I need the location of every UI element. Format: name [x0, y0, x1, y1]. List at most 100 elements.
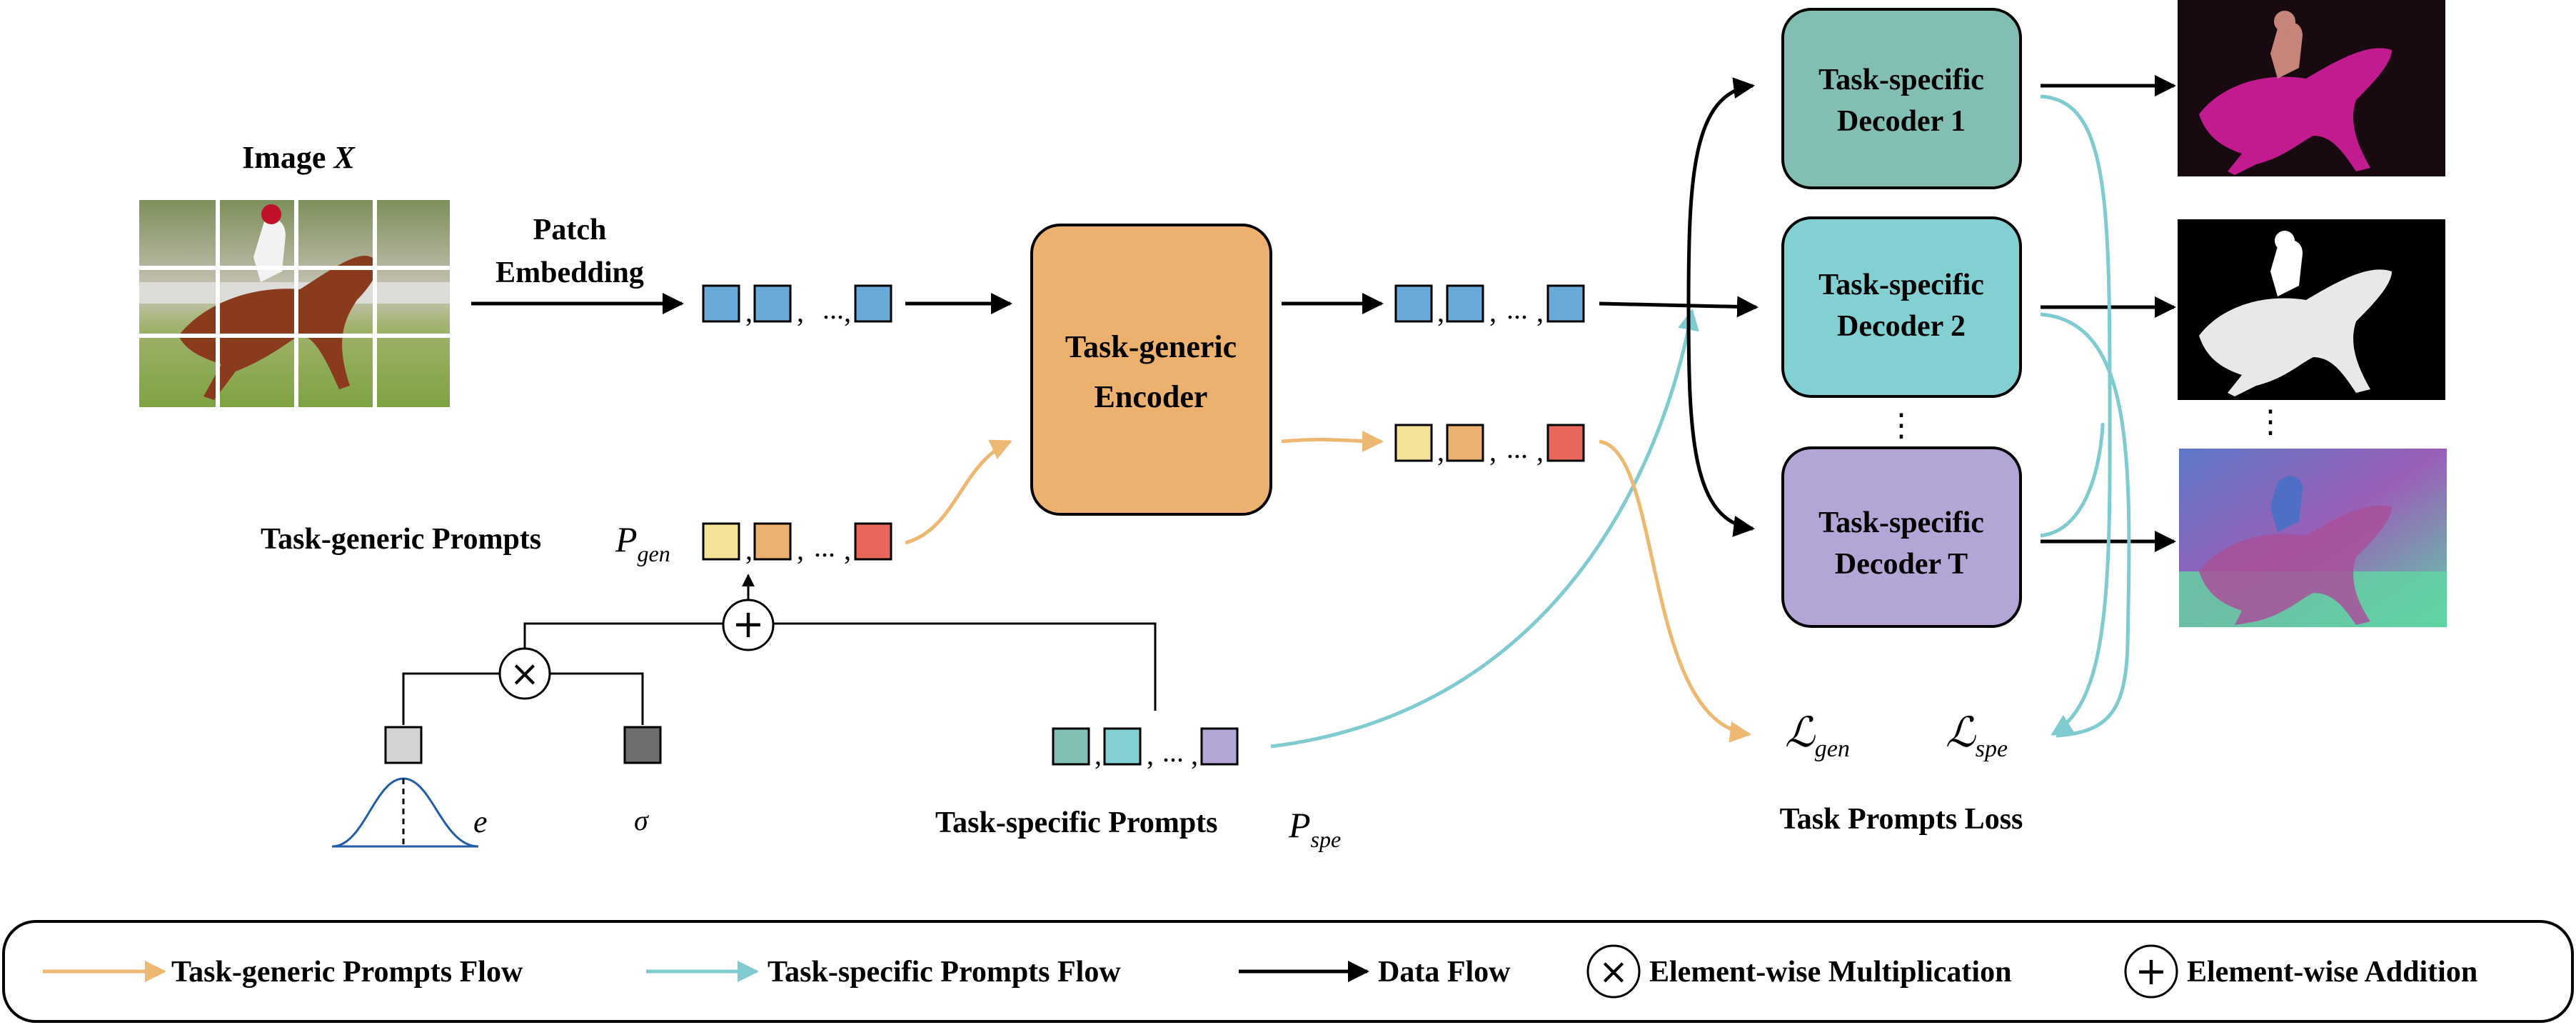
patch-token-sequence: , , ... , — [702, 284, 892, 328]
legend-multiply-label: Element-wise Multiplication — [1649, 956, 2011, 989]
output-vertical-dots: ⋮ — [2255, 404, 2286, 439]
svg-text:Decoder 2: Decoder 2 — [1837, 310, 1966, 343]
svg-text:,: , — [844, 296, 851, 328]
decoder-vertical-dots: ⋮ — [1886, 408, 1917, 443]
svg-text:+: + — [2135, 949, 2167, 994]
svg-text:,: , — [797, 296, 804, 328]
patch-embedding-label-1: Patch — [533, 214, 607, 246]
legend-generic-label: Task-generic Prompts Flow — [171, 956, 523, 989]
specific-prompts-symbol: Pspe — [1288, 805, 1341, 852]
svg-text:+: + — [732, 601, 764, 646]
encoder-label-2: Encoder — [1095, 379, 1208, 414]
svg-text:,: , — [1489, 435, 1496, 467]
svg-text:Decoder T: Decoder T — [1835, 548, 1968, 581]
epsilon-label: e — [473, 804, 488, 839]
svg-text:,: , — [1536, 435, 1544, 467]
addition-operator — [722, 599, 775, 651]
prompt-token — [1546, 424, 1585, 462]
task-generic-encoder: Task-generic Encoder — [1030, 224, 1272, 516]
generic-prompt-to-encoder-arrow — [905, 439, 1012, 545]
svg-text:Task-specific: Task-specific — [1818, 64, 1984, 96]
encoder-label-1: Task-generic — [1065, 329, 1237, 364]
decoder-T-loss-flow — [2040, 422, 2105, 538]
legend-add-icon — [2124, 944, 2178, 999]
svg-text:,: , — [1437, 296, 1444, 328]
svg-text:...: ... — [814, 531, 835, 563]
generic-prompts-symbol: Pgen — [615, 519, 670, 566]
specific-prompt-flow-arrow — [1270, 309, 1699, 749]
decoder-T: Task-specific Decoder T — [1781, 446, 2022, 628]
decoder-2: Task-specific Decoder 2 — [1781, 216, 2022, 398]
patch-token — [854, 284, 892, 323]
sigma-token — [623, 726, 662, 764]
generic-prompt-output-arrow — [1281, 430, 1384, 452]
output-segmentation — [2178, 0, 2445, 176]
specific-prompts-label: Task-specific Prompts — [935, 806, 1218, 839]
input-photo — [139, 200, 450, 407]
prompt-token — [702, 522, 740, 561]
svg-text:,: , — [797, 534, 804, 566]
svg-text:Task-specific: Task-specific — [1818, 269, 1984, 301]
gaussian-curve-icon — [331, 777, 479, 848]
svg-text:×: × — [1599, 951, 1629, 992]
decoder-1-loss-flow — [2040, 94, 2112, 736]
svg-text:,: , — [1489, 296, 1496, 328]
to-decoder-T-arrow — [1686, 306, 1755, 537]
legend: Task-generic Prompts Flow Task-specific … — [2, 920, 2574, 1023]
svg-text:,: , — [1095, 739, 1102, 771]
generic-prompt-sequence: , , ... , — [702, 522, 892, 566]
prompt-token — [1052, 727, 1090, 766]
generic-prompts-label: Task-generic Prompts — [261, 523, 541, 556]
loss-spe: ℒspe — [1946, 709, 2008, 762]
prompt-token — [753, 522, 792, 561]
patch-embedding-label-2: Embedding — [495, 256, 644, 289]
svg-text:...: ... — [1506, 293, 1528, 325]
prompt-token — [1394, 424, 1433, 462]
svg-text:,: , — [1437, 435, 1444, 467]
svg-text:...: ... — [1506, 432, 1528, 464]
encoded-token — [1394, 284, 1433, 323]
svg-text:Task-specific: Task-specific — [1818, 506, 1984, 539]
prompt-token — [1446, 424, 1484, 462]
prompt-token — [1103, 727, 1142, 766]
encoded-token-sequence: , , ... , — [1394, 284, 1585, 328]
svg-text:,: , — [1536, 296, 1544, 328]
svg-text:×: × — [510, 653, 540, 694]
decoder-1: Task-specific Decoder 1 — [1781, 8, 2022, 189]
specific-prompt-sequence: , , ... , — [1052, 727, 1239, 771]
svg-text:,: , — [1147, 739, 1154, 771]
to-decoder-1-arrow — [1686, 77, 1755, 308]
encoded-generic-prompts: , , ... , — [1394, 424, 1585, 467]
legend-specific-label: Task-specific Prompts Flow — [768, 956, 1121, 989]
multiplication-operator — [498, 647, 551, 700]
encoded-token — [1546, 284, 1585, 323]
decoder-2-loss-flow — [2040, 312, 2131, 738]
svg-text:...: ... — [1162, 736, 1184, 768]
encoded-token — [1446, 284, 1484, 323]
svg-text:,: , — [1191, 739, 1198, 771]
patch-token — [702, 284, 740, 323]
sequence-dots: ... — [822, 293, 844, 325]
horse-shape — [178, 256, 378, 400]
patch-token — [753, 284, 792, 323]
svg-text:,: , — [844, 534, 851, 566]
legend-multiply-icon — [1586, 944, 1641, 999]
svg-text:,: , — [745, 296, 753, 328]
image-title: Image X — [242, 140, 356, 175]
loss-caption: Task Prompts Loss — [1780, 803, 2023, 836]
prompt-token — [1200, 727, 1239, 766]
epsilon-token — [384, 726, 423, 764]
task-prompts-loss: ℒgen ℒspe Task Prompts Loss — [1780, 709, 2023, 836]
output-saliency — [2178, 219, 2445, 400]
prompt-token — [854, 522, 892, 561]
svg-text:,: , — [745, 534, 753, 566]
input-image-group: Image X — [139, 140, 450, 407]
sigma-label: σ — [634, 804, 649, 836]
to-decoder-2-arrow — [1599, 296, 1759, 318]
output-feature-map — [2179, 449, 2447, 627]
svg-text:Decoder 1: Decoder 1 — [1837, 105, 1966, 138]
loss-gen: ℒgen — [1785, 709, 1850, 762]
legend-add-label: Element-wise Addition — [2187, 956, 2477, 989]
legend-data-label: Data Flow — [1378, 956, 1511, 989]
